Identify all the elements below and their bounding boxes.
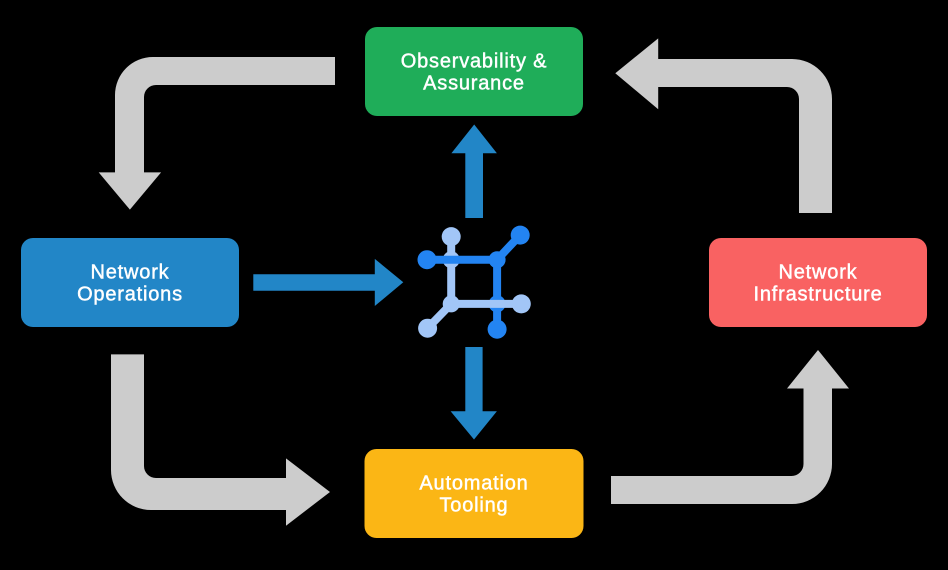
svg-text:Automation: Automation — [419, 473, 528, 495]
svg-text:Network: Network — [779, 262, 858, 284]
svg-text:Tooling: Tooling — [440, 495, 509, 517]
svg-text:Assurance: Assurance — [423, 73, 525, 95]
svg-text:Network: Network — [91, 262, 170, 284]
svg-text:Infrastructure: Infrastructure — [753, 284, 882, 306]
svg-text:Observability &: Observability & — [401, 51, 548, 73]
svg-text:Operations: Operations — [77, 284, 183, 306]
